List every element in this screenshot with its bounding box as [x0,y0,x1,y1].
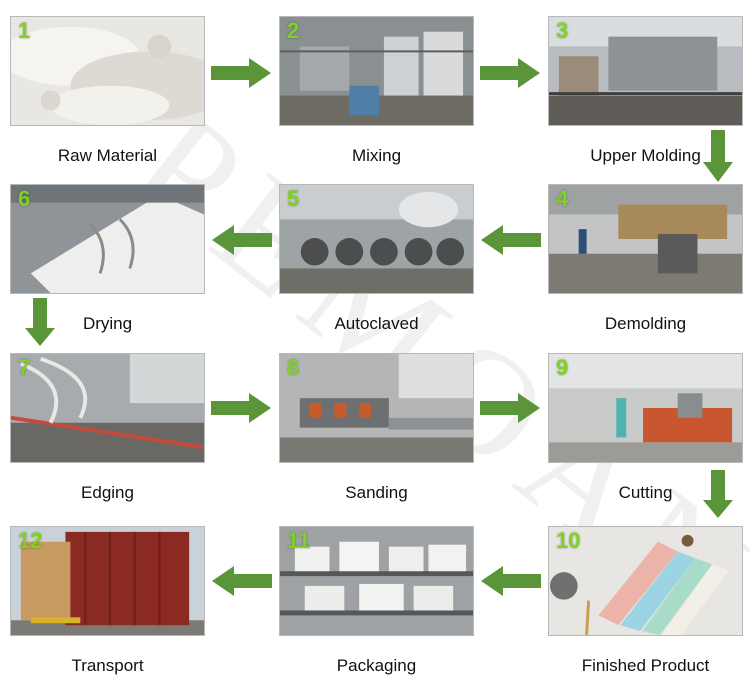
step-transport: 12 Transport [10,526,205,676]
step-finished-product: 10 Finished Product [548,526,743,676]
arrow-right-icon [211,393,271,423]
step-photo: 2 [279,16,474,126]
step-autoclaved: 5 Autoclaved [279,184,474,334]
step-sanding: 8 Sanding [279,353,474,503]
step-number: 5 [287,186,300,211]
step-photo: 7 [10,353,205,463]
step-number: 6 [18,186,31,211]
step-label: Packaging [336,656,417,675]
step-photo: 12 [10,526,205,636]
arrow-right-icon [211,58,271,88]
step-number: 7 [18,355,31,380]
step-mixing: 2 Mixing [279,16,474,166]
step-number: 2 [287,18,300,43]
arrow-left-icon [212,566,272,596]
step-cutting: 9 Cutting [548,353,743,503]
step-packaging: 11 Packaging [279,526,474,676]
arrow-left-icon [481,225,541,255]
step-number: 4 [556,186,569,211]
arrow-left-icon [481,566,541,596]
step-label: Upper Molding [590,146,701,165]
step-number: 12 [18,528,43,553]
step-label: Mixing [351,146,402,165]
step-label: Transport [71,656,144,675]
step-edging: 7 Edging [10,353,205,503]
step-number: 9 [556,355,569,380]
step-label: Raw Material [57,146,158,165]
step-photo: 10 [548,526,743,636]
step-number: 3 [556,18,569,43]
step-number: 1 [18,18,31,43]
step-upper-molding: 3 Upper Molding [548,16,743,166]
step-label: Autoclaved [334,314,419,333]
arrow-down-icon [703,470,733,518]
step-photo: 8 [279,353,474,463]
arrow-down-icon [703,130,733,182]
step-label: Drying [82,314,133,333]
step-number: 8 [287,355,300,380]
step-label: Edging [81,483,134,502]
step-label: Cutting [618,483,673,502]
step-label: Sanding [345,483,408,502]
step-photo: 9 [548,353,743,463]
step-photo: 6 [10,184,205,294]
step-photo: 4 [548,184,743,294]
arrow-left-icon [212,225,272,255]
arrow-down-icon [25,298,55,346]
step-drying: 6 Drying [10,184,205,334]
step-photo: 1 [10,16,205,126]
step-photo: 3 [548,16,743,126]
step-label: Demolding [604,314,687,333]
step-label: Finished Product [581,656,710,675]
step-number: 11 [287,528,311,553]
step-photo: 5 [279,184,474,294]
step-raw-material: 1 Raw Material [10,16,205,166]
step-demolding: 4 Demolding [548,184,743,334]
arrow-right-icon [480,58,540,88]
arrow-right-icon [480,393,540,423]
step-number: 10 [556,528,581,553]
step-photo: 11 [279,526,474,636]
